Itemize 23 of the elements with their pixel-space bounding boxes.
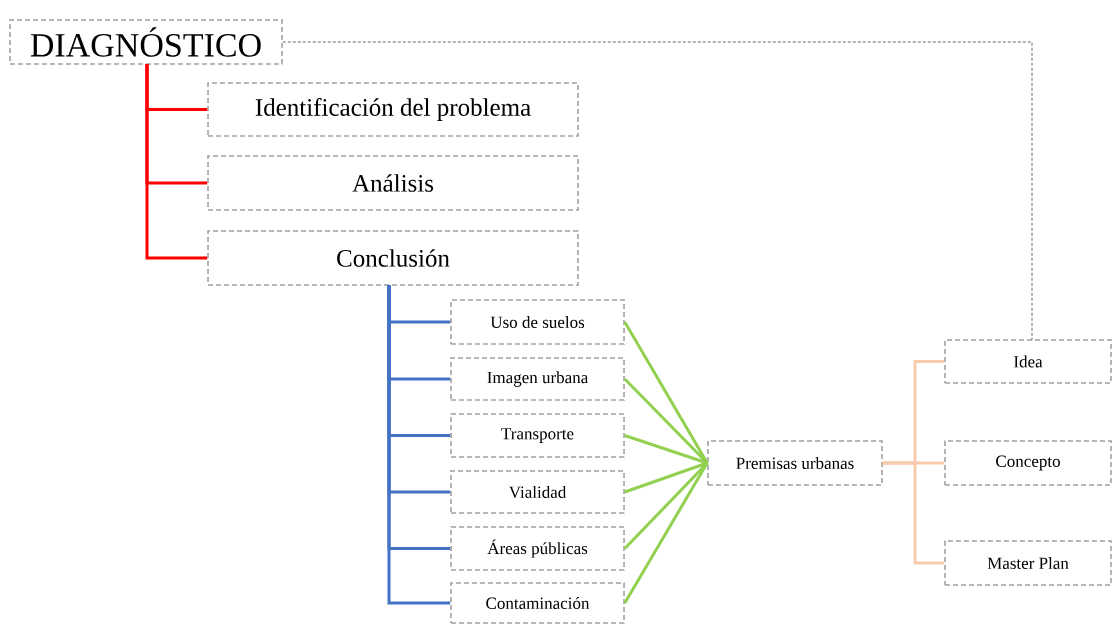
connector-line: [624, 434, 708, 465]
connector-line: [623, 377, 709, 465]
text-box: Uso de suelos: [450, 299, 625, 345]
text-box: Conclusión: [207, 230, 579, 286]
text-box: Áreas públicas: [450, 526, 625, 571]
text-box: Master Plan: [944, 540, 1112, 586]
connector-line: [623, 462, 709, 604]
text-box: Transporte: [450, 413, 625, 458]
text-box: Contaminación: [450, 582, 625, 624]
text-box: Concepto: [944, 440, 1112, 486]
text-box: Premisas urbanas: [707, 440, 883, 486]
connector-line: [387, 285, 451, 605]
connector-line: [282, 41, 1033, 341]
connector-line: [623, 461, 709, 550]
connector-line: [145, 64, 208, 260]
text-box: Vialidad: [450, 470, 625, 514]
connector-line: [624, 461, 708, 494]
text-box: Identificación del problema: [207, 82, 579, 137]
connector-line: [882, 461, 945, 565]
text-box: Análisis: [207, 155, 579, 211]
text-box: Idea: [944, 339, 1112, 384]
text-box: Imagen urbana: [450, 357, 625, 401]
text-box: DIAGNÓSTICO: [9, 19, 283, 65]
